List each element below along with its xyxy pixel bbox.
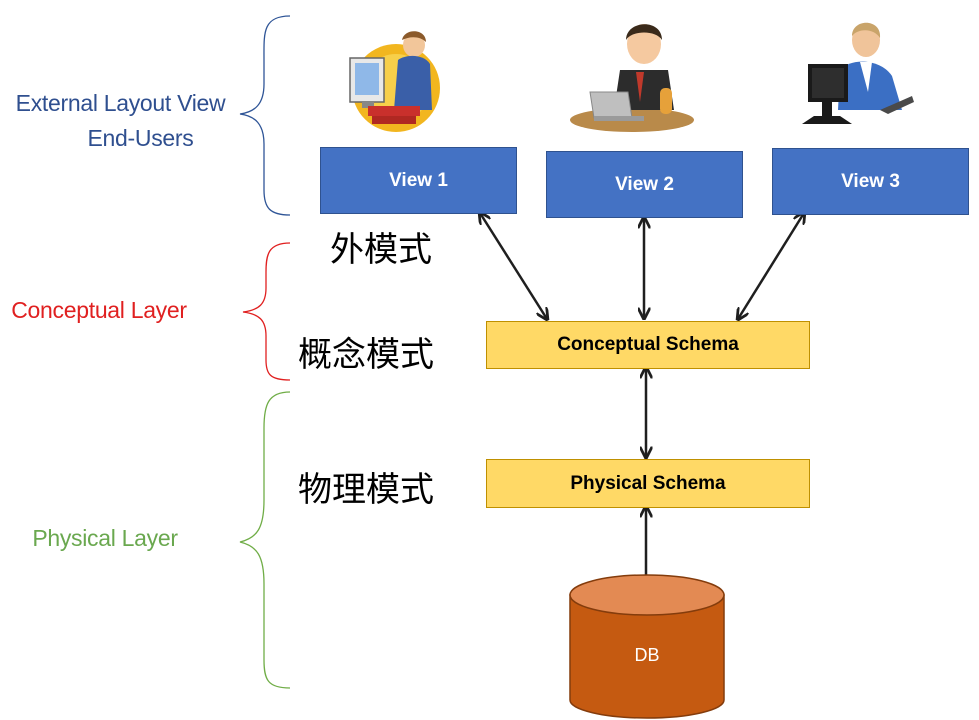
physical-layer-brace [239,391,291,689]
view-1-box: View 1 [320,147,517,214]
physical-layer-label: Physical Layer [32,525,178,551]
conceptual-layer-label: Conceptual Layer [11,297,187,323]
external-layer-title: External Layout View [15,90,226,116]
conceptual-schema-cn-label: 概念模式 [298,335,434,375]
physical-schema-box: Physical Schema [486,459,810,508]
conceptual-schema-box: Conceptual Schema [486,321,810,369]
database-cylinder [569,574,725,719]
view-2-box: View 2 [546,151,743,218]
external-layer-label: External Layout View End-Users [8,86,233,156]
external-schema-cn-label: 外模式 [330,230,432,270]
user-at-desktop-icon [349,31,440,132]
external-layer-subtitle: End-Users [87,125,194,151]
view1-to-conceptual-arrow [480,213,547,319]
view3-to-conceptual-arrow [738,213,804,319]
conceptual-layer-brace [242,242,291,381]
physical-schema-cn-label: 物理模式 [298,470,434,510]
user-with-laptop-icon [570,24,694,132]
external-layer-brace [239,15,291,216]
view-3-box: View 3 [772,148,969,215]
database-label: DB [634,645,660,665]
user-at-monitor-icon [802,22,914,124]
